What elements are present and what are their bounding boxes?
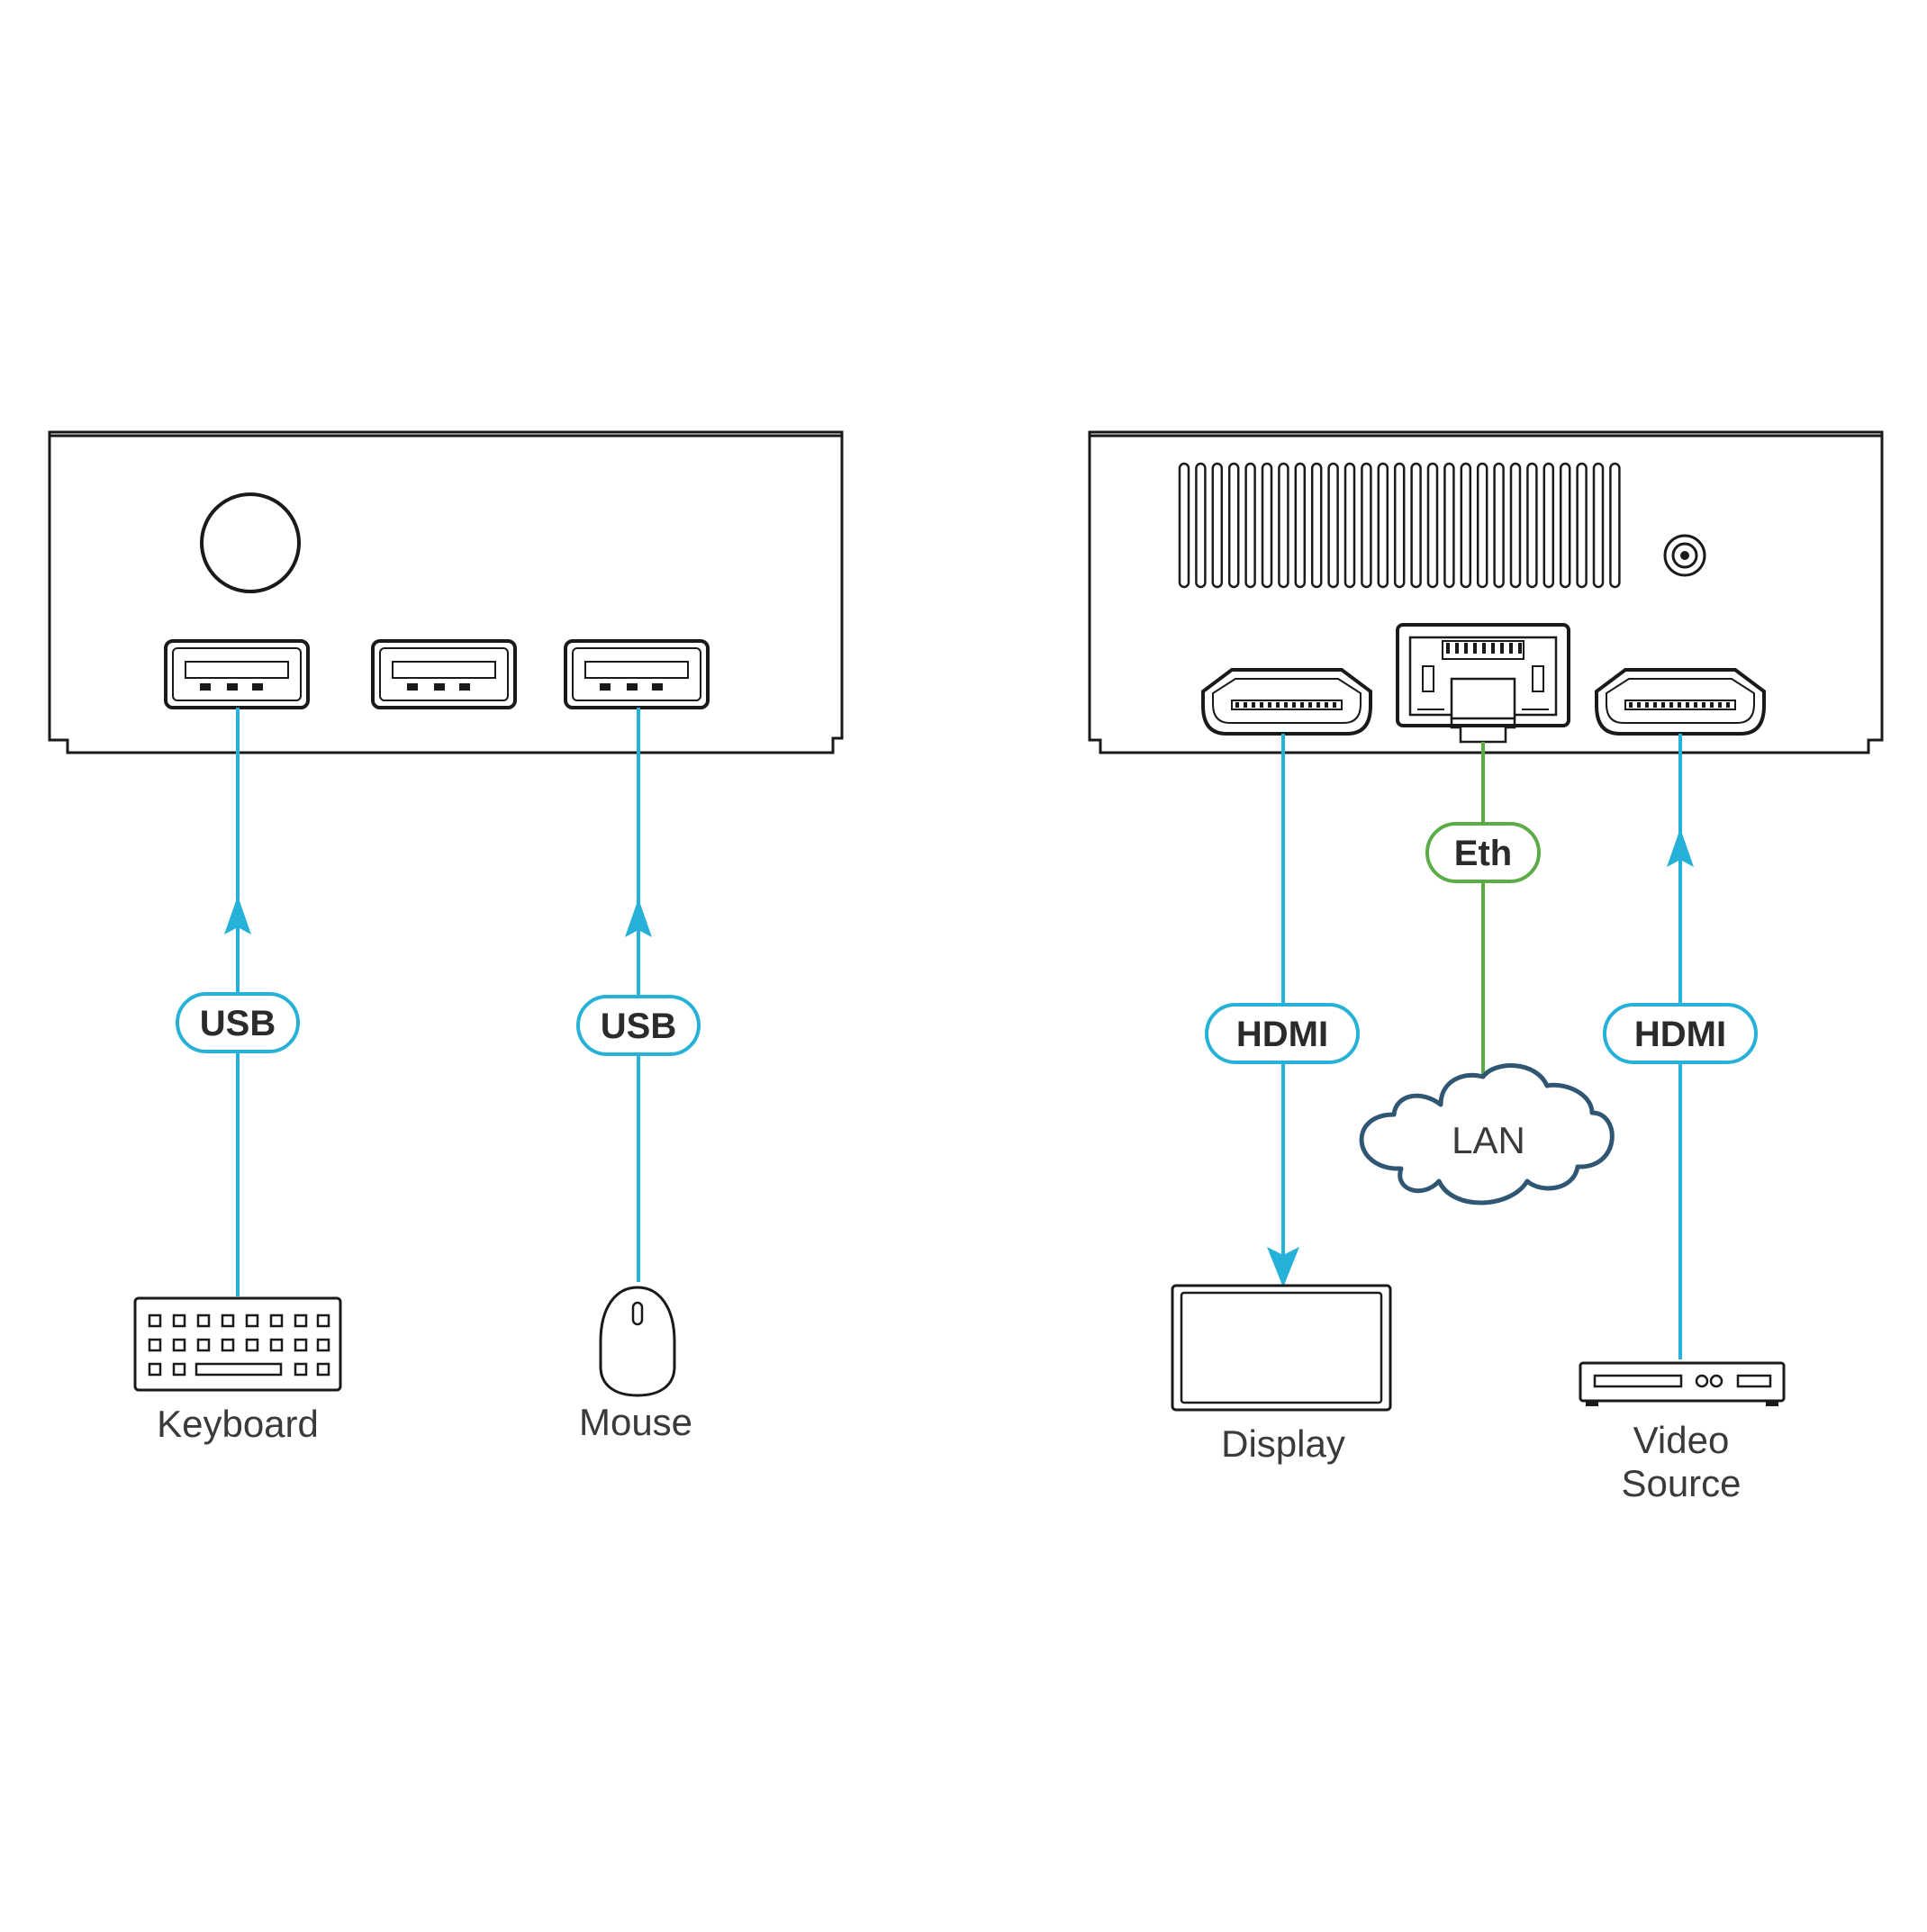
device-label-video-source-line2: Source	[1621, 1462, 1741, 1504]
vent-slot	[1327, 462, 1339, 589]
arrow-up-icon	[224, 896, 251, 934]
device-label-display: Display	[1221, 1422, 1345, 1465]
vent-slot	[1343, 462, 1356, 589]
usb-cable-keyboard: USB	[176, 708, 300, 1296]
vent-slot	[1278, 462, 1289, 589]
hdmi-out-port[interactable]	[1201, 668, 1372, 736]
vent-slot	[1559, 462, 1571, 589]
ethernet-port[interactable]	[1396, 623, 1570, 744]
vent-slot	[1244, 462, 1256, 589]
antenna-connector[interactable]	[1663, 534, 1706, 577]
vent-slot	[1493, 462, 1505, 589]
vent-slot	[1195, 462, 1207, 589]
vent-slot	[1460, 462, 1472, 589]
vent-slot	[1310, 462, 1323, 589]
hdmi-cable-display: HDMI	[1205, 734, 1360, 1287]
vent-slot	[1211, 462, 1224, 589]
rear-panel	[1088, 430, 1884, 754]
hdmi-cable-label-pill	[1603, 1003, 1758, 1064]
vent-slot	[1178, 462, 1190, 589]
usb-cable-label-pill	[176, 992, 300, 1053]
usb-cable-label-pill	[576, 995, 701, 1056]
device-label-keyboard: Keyboard	[157, 1403, 319, 1445]
device-label-mouse: Mouse	[579, 1401, 692, 1443]
eth-cable-label: Eth	[1454, 834, 1512, 873]
eth-cable-label-pill	[1425, 822, 1541, 883]
hdmi-cable-label-pill	[1205, 1003, 1360, 1064]
arrow-down-icon	[1267, 1247, 1299, 1287]
usb-cable-mouse: USB	[576, 708, 701, 1282]
front-panel	[48, 430, 844, 754]
usb-port-2[interactable]	[371, 639, 517, 709]
vent-slot	[1227, 462, 1240, 589]
cloud-icon	[1359, 1063, 1615, 1205]
vent-slot	[1294, 462, 1307, 589]
display-icon	[1171, 1284, 1392, 1412]
vent-slot	[1509, 462, 1522, 589]
vent-slot	[1261, 462, 1273, 589]
vent-slot	[1609, 462, 1621, 589]
usb-port-1[interactable]	[164, 639, 310, 709]
vent-slot	[1426, 462, 1439, 589]
keyboard-icon	[133, 1296, 342, 1392]
arrow-up-icon	[625, 898, 652, 937]
hdmi-in-port[interactable]	[1595, 668, 1766, 736]
hdmi-cable-label-video-source: HDMI	[1634, 1015, 1726, 1054]
vent-slot	[1576, 462, 1588, 589]
mouse-icon	[599, 1286, 676, 1397]
usb-cable-label-mouse: USB	[601, 1007, 676, 1046]
lan-label: LAN	[1452, 1119, 1525, 1161]
usb-port-3[interactable]	[564, 639, 710, 709]
device-label-video-source-line1: Video	[1633, 1419, 1730, 1461]
usb-cable-label-keyboard: USB	[200, 1004, 276, 1043]
video-player-icon	[1579, 1361, 1786, 1406]
vent-slot	[1410, 462, 1422, 589]
ventilation-grille	[1178, 462, 1621, 589]
power-button[interactable]	[200, 492, 301, 593]
hdmi-cable-label-display: HDMI	[1236, 1015, 1328, 1054]
vent-slot	[1393, 462, 1406, 589]
vent-slot	[1476, 462, 1488, 589]
vent-slot	[1377, 462, 1389, 589]
vent-slot	[1443, 462, 1455, 589]
hdmi-cable-video-source: HDMI	[1603, 734, 1758, 1359]
vent-slot	[1526, 462, 1538, 589]
vent-slot	[1543, 462, 1555, 589]
vent-slot	[1361, 462, 1372, 589]
ethernet-cable-lan: Eth	[1425, 742, 1541, 1077]
vent-slot	[1592, 462, 1605, 589]
arrow-up-icon	[1667, 828, 1694, 867]
